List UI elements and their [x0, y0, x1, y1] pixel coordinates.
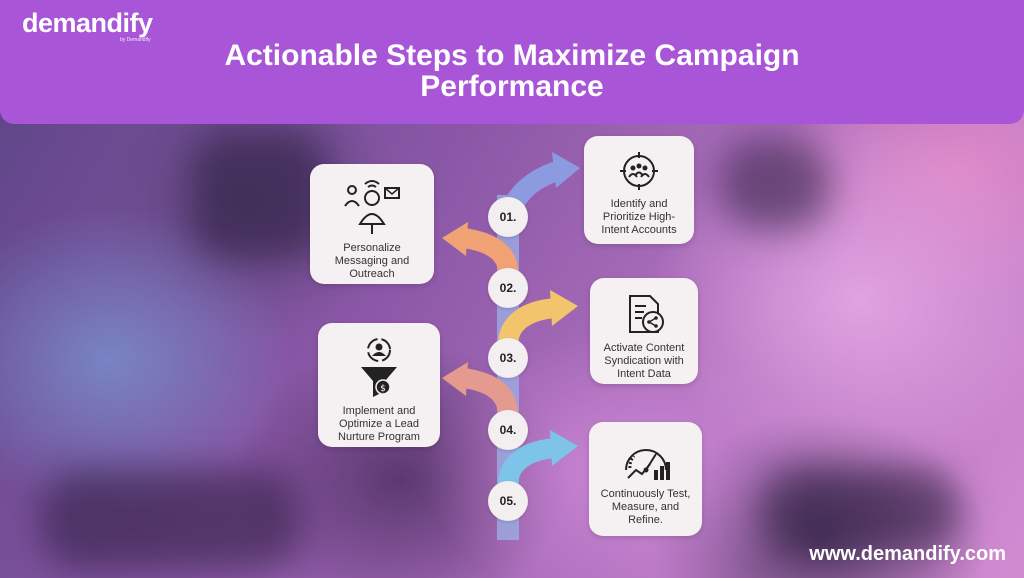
header-banner: demandify by Demandify Actionable Steps …: [0, 0, 1024, 124]
brand-logo: demandify by Demandify: [22, 8, 153, 43]
step-number-2: 02.: [488, 268, 528, 308]
step-card-2: Personalize Messaging and Outreach: [310, 164, 434, 284]
gauge-chart-icon: [624, 449, 670, 480]
step-number-3: 03.: [488, 338, 528, 378]
step-card-3: Activate Content Syndication with Intent…: [590, 278, 698, 384]
page-title-line-2: Performance: [420, 70, 604, 103]
brand-name: demandify: [22, 8, 153, 38]
step-label-4: Implement and Optimize a Lead Nurture Pr…: [338, 405, 420, 443]
funnel-lead-icon: $: [361, 338, 397, 397]
arrow-step-5: [498, 430, 578, 486]
arrow-step-4: [442, 362, 518, 416]
step-label-2: Personalize Messaging and Outreach: [334, 242, 410, 280]
person-messaging-icon: [344, 180, 400, 234]
page-title: Actionable Steps to Maximize Campaign Pe…: [0, 40, 1024, 102]
step-label-1: Identify and Prioritize High-Intent Acco…: [601, 198, 677, 236]
step-number-1: 01.: [488, 197, 528, 237]
website-url: www.demandify.com: [809, 543, 1006, 565]
step-number-4: 04.: [488, 410, 528, 450]
document-share-icon: [629, 295, 664, 333]
step-label-3: Activate Content Syndication with Intent…: [603, 342, 685, 380]
target-group-icon: [620, 152, 658, 190]
arrow-step-2: [442, 222, 518, 273]
step-card-1: Identify and Prioritize High-Intent Acco…: [584, 136, 694, 244]
svg-text:$: $: [380, 384, 386, 394]
step-number-5: 05.: [488, 481, 528, 521]
page-title-line-1: Actionable Steps to Maximize Campaign: [224, 39, 800, 72]
brand-sub: by Demandify: [120, 37, 151, 43]
step-card-4: $ Implement and Optimize a Lead Nurture …: [318, 323, 440, 447]
step-card-5: Continuously Test, Measure, and Refine.: [589, 422, 702, 536]
step-label-5: Continuously Test, Measure, and Refine.: [600, 488, 691, 526]
